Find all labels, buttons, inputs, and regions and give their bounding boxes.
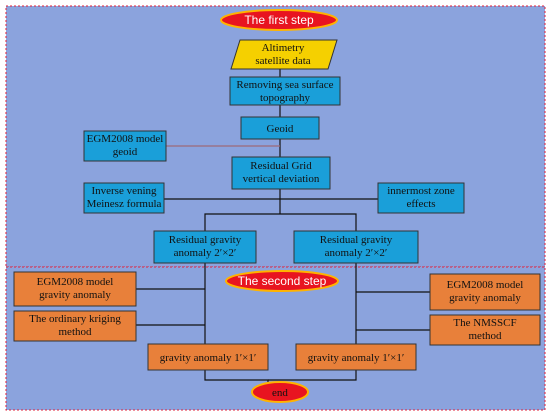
- second-step-oval: [225, 270, 339, 292]
- label-line: Altimetry: [262, 42, 305, 54]
- label-line: Geoid: [267, 123, 294, 135]
- label-line: vertical deviation: [243, 173, 320, 185]
- label-line: geoid: [113, 146, 138, 158]
- residual-gravity-right-box: [293, 230, 419, 264]
- label-line: effects: [406, 198, 435, 210]
- label-line: The ordinary kriging: [29, 313, 121, 325]
- label-line: EGM2008 model: [37, 276, 114, 288]
- geoid-box: [240, 116, 320, 140]
- egm-anomaly-left-box: [13, 271, 137, 307]
- label-line: anomaly 2′×2′: [325, 247, 388, 259]
- nmsscf-box: [429, 314, 541, 346]
- label-line: Removing sea surface: [236, 79, 333, 91]
- label-line: method: [59, 326, 92, 338]
- label-line: innermost zone: [387, 185, 455, 197]
- innermost-box: [377, 182, 465, 214]
- label-line: Residual gravity: [169, 234, 242, 246]
- gravity-anomaly-right-box: [295, 343, 417, 371]
- label-line: gravity anomaly 1′×1′: [160, 352, 257, 364]
- first-step-title: The first step: [244, 13, 314, 27]
- label-line: Meinesz formula: [87, 198, 162, 210]
- gravity-anomaly-left-label: gravity anomaly 1′×1′: [160, 352, 257, 364]
- inverse-vening-box: [83, 182, 165, 214]
- egm-geoid-box: [83, 130, 167, 162]
- first-step-oval: [220, 9, 338, 31]
- second-step-title: The second step: [238, 274, 327, 288]
- end-label: end: [272, 387, 288, 399]
- residual-gravity-left-box: [153, 230, 257, 264]
- removing-box: [229, 76, 341, 106]
- label-line: Residual Grid: [250, 160, 312, 172]
- label-line: gravity anomaly 1′×1′: [308, 352, 405, 364]
- label-line: Residual gravity: [320, 234, 393, 246]
- egm-anomaly-right-box: [429, 273, 541, 311]
- altimetry-box: [230, 39, 338, 70]
- label-line: gravity anomaly: [39, 289, 111, 301]
- label-line: EGM2008 model: [87, 133, 164, 145]
- label-line: anomaly 2′×2′: [174, 247, 237, 259]
- label-line: satellite data: [255, 55, 310, 67]
- label-line: gravity anomaly: [449, 292, 521, 304]
- residual-grid-box: [231, 156, 331, 190]
- label-line: topography: [260, 92, 311, 104]
- geoid-label: Geoid: [267, 123, 294, 135]
- kriging-box: [13, 310, 137, 342]
- gravity-anomaly-left-box: [147, 343, 269, 371]
- gravity-anomaly-right-label: gravity anomaly 1′×1′: [308, 352, 405, 364]
- label-line: method: [469, 330, 502, 342]
- label-line: Inverse vening: [91, 185, 157, 197]
- arrow-right-to-end: [268, 370, 357, 381]
- label-line: EGM2008 model: [447, 279, 524, 291]
- label-line: The NMSSCF: [453, 317, 516, 329]
- split-connector: [204, 213, 357, 231]
- end-oval: [251, 381, 309, 403]
